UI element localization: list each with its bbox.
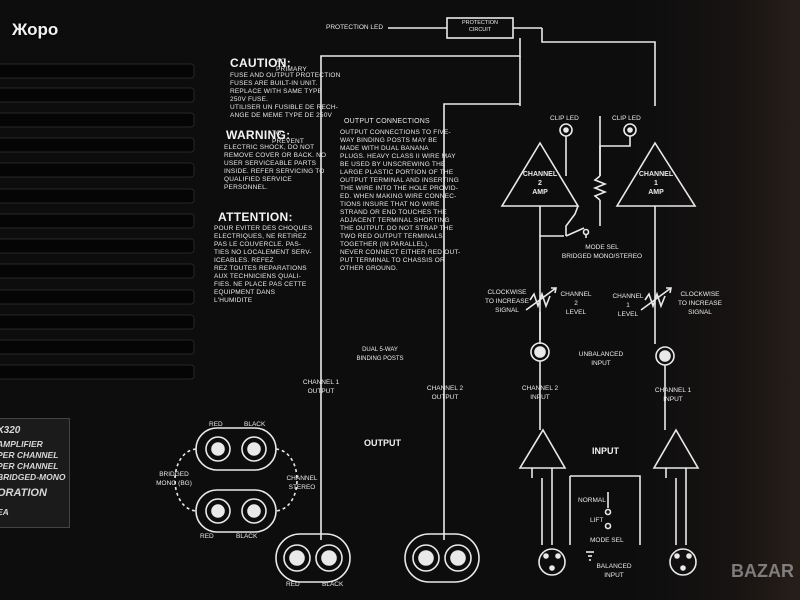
- mode-sel-bottom-label: MODE SEL: [590, 537, 624, 544]
- attention-heading: ATTENTION:: [218, 210, 293, 224]
- sticker-line-per-channel-1: PER CHANNEL: [0, 450, 59, 460]
- bridge-posts-top: [195, 427, 277, 471]
- clip-led-label-ch2: CLIP LED: [550, 115, 579, 122]
- watermark-logo: BAZAR: [731, 561, 794, 581]
- sticker-line-model: X320: [0, 425, 21, 436]
- output-black-label: BLACK: [322, 581, 344, 588]
- mode-sel-lift-label: LIFT: [590, 517, 604, 524]
- output-heading: OUTPUT: [364, 438, 401, 448]
- warning-body: ELECTRIC SHOCK, DO NOT REMOVE COVER OR B…: [224, 144, 327, 191]
- channel1-input-label: CHANNEL 1 INPUT: [654, 387, 692, 403]
- model-sticker: X320 AMPLIFIER PER CHANNEL PER CHANNEL B…: [0, 418, 70, 528]
- mode-sel-top-label: MODE SEL BRIDGED MONO/STEREO: [561, 244, 643, 260]
- channel1-output-label: CHANNEL 1 OUTPUT: [302, 379, 340, 395]
- bridge-black-bottom-label: BLACK: [236, 533, 258, 540]
- sticker-line-bridged: BRIDGED-MONO: [0, 472, 66, 482]
- sticker-line-per-channel-2: PER CHANNEL: [0, 461, 59, 471]
- xlr-jack-ch1: [669, 548, 697, 576]
- clockwise-label-left: CLOCKWISE TO INCREASE SIGNAL: [485, 289, 529, 314]
- channel2-output-label: CHANNEL 2 OUTPUT: [426, 385, 464, 401]
- caution-heading-note: AC PRIMARY: [276, 58, 307, 73]
- unbalanced-input-label: UNBALANCED INPUT: [578, 351, 624, 367]
- channel1-level-label: CHANNEL 1 LEVEL: [612, 293, 644, 318]
- xlr-jack-ch2: [538, 548, 566, 576]
- output-connections-heading: OUTPUT CONNECTIONS: [344, 118, 430, 125]
- clockwise-label-right: CLOCKWISE TO INCREASE SIGNAL: [678, 291, 722, 316]
- caution-body: FUSE AND OUTPUT PROTECTION FUSES ARE BUI…: [230, 72, 341, 119]
- output-connections-body: OUTPUT CONNECTIONS TO FIVE- WAY BINDING …: [340, 129, 461, 272]
- channel1-amp-triangle: [615, 141, 697, 207]
- channel-stereo-label: CHANNEL STEREO: [286, 475, 318, 491]
- bridge-black-label: BLACK: [244, 421, 266, 428]
- output-red-label: RED: [286, 581, 300, 588]
- clip-led-label-ch1: CLIP LED: [612, 115, 641, 122]
- channel2-level-label: CHANNEL 2 LEVEL: [560, 291, 592, 316]
- protection-circuit-label: PROTECTION CIRCUIT: [461, 20, 499, 33]
- bridge-posts-bottom: [195, 489, 277, 533]
- output-binding-posts-ch1: [275, 533, 351, 583]
- output-binding-posts-ch2: [404, 533, 480, 583]
- input-heading: INPUT: [592, 446, 619, 456]
- sticker-line-korea: EA: [0, 507, 9, 517]
- warning-heading: WARNING:: [226, 128, 291, 142]
- bridge-red-label: RED: [209, 421, 223, 428]
- channel2-amp-label: CHANNEL 2 AMP: [522, 171, 558, 196]
- bridged-mono-label: BRIDGED MONO (BG): [156, 471, 192, 487]
- caution-heading: CAUTION:: [230, 56, 292, 70]
- input-buffer-ch1: [652, 428, 700, 469]
- overlay-title: Жоро: [12, 20, 59, 39]
- mode-sel-normal-label: NORMAL: [578, 497, 606, 504]
- bridge-red-bottom-label: RED: [200, 533, 214, 540]
- balanced-input-label: BALANCED INPUT: [596, 563, 632, 579]
- sticker-line-amplifier: AMPLIFIER: [0, 439, 43, 449]
- channel1-amp-label: CHANNEL 1 AMP: [638, 171, 674, 196]
- binding-posts-label: DUAL 5-WAY BINDING POSTS: [356, 347, 404, 362]
- sticker-line-corporation: ORATION: [0, 487, 47, 499]
- channel2-input-label: CHANNEL 2 INPUT: [521, 385, 559, 401]
- protection-led-label: PROTECTION LED: [326, 24, 384, 31]
- warning-heading-note: TO PREVENT: [272, 130, 305, 145]
- attention-body: POUR EVITER DES CHOQUES ELECTRIQUES, NE …: [214, 225, 313, 304]
- input-buffer-ch2: [518, 428, 567, 469]
